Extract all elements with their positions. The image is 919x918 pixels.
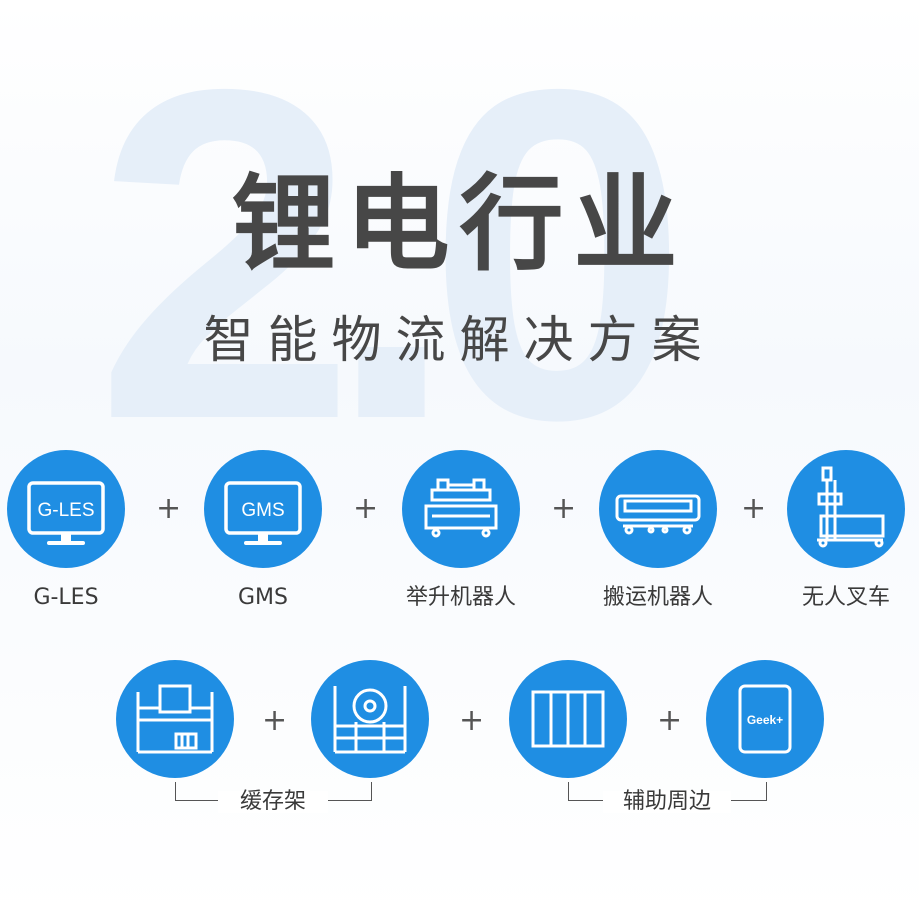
geek-tablet-text: Geek+: [747, 713, 783, 727]
buffer-rack-icon: [136, 684, 214, 754]
reel-rack-icon: [333, 686, 407, 754]
transport-robot-icon: [615, 494, 701, 535]
buffer-rack-item[interactable]: [116, 660, 234, 778]
transport-robot-label: 搬运机器人: [602, 585, 713, 610]
auxiliary-group-label: 辅助周边: [603, 791, 731, 813]
geek-tablet-item[interactable]: Geek+: [706, 660, 824, 778]
buffer-rack-group-label: 缓存架: [218, 791, 328, 813]
forklift-label: 无人叉车: [801, 585, 890, 610]
lifting-robot-icon: [424, 478, 498, 538]
forklift-item[interactable]: [787, 450, 905, 568]
page-subtitle: 智能物流解决方案: [203, 311, 716, 369]
gms-label: GMS: [238, 585, 288, 610]
gles-label: G-LES: [33, 585, 99, 610]
plus-sign: +: [156, 491, 182, 526]
transport-robot-item[interactable]: [599, 450, 717, 568]
reel-rack-item[interactable]: [311, 660, 429, 778]
plus-sign: +: [459, 703, 485, 738]
monitor-gms-text: GMS: [241, 500, 284, 521]
plus-sign: +: [353, 491, 379, 526]
monitor-gles-text: G-LES: [37, 500, 94, 521]
gles-item[interactable]: G-LES: [7, 450, 125, 568]
plus-sign: +: [551, 491, 577, 526]
monitor-gles-icon: G-LES: [27, 481, 105, 545]
plus-sign: +: [262, 703, 288, 738]
page-title: 锂电行业: [231, 163, 688, 285]
forklift-icon: [817, 466, 885, 548]
lifting-robot-label: 举升机器人: [405, 585, 516, 610]
shelving-item[interactable]: [509, 660, 627, 778]
monitor-gms-icon: GMS: [224, 481, 302, 545]
background-watermark-number: 2.0: [95, 0, 688, 517]
plus-sign: +: [657, 703, 683, 738]
geek-tablet-icon: Geek+: [738, 684, 792, 754]
plus-sign: +: [741, 491, 767, 526]
shelving-icon: [531, 690, 605, 748]
lifting-robot-item[interactable]: [402, 450, 520, 568]
gms-item[interactable]: GMS: [204, 450, 322, 568]
